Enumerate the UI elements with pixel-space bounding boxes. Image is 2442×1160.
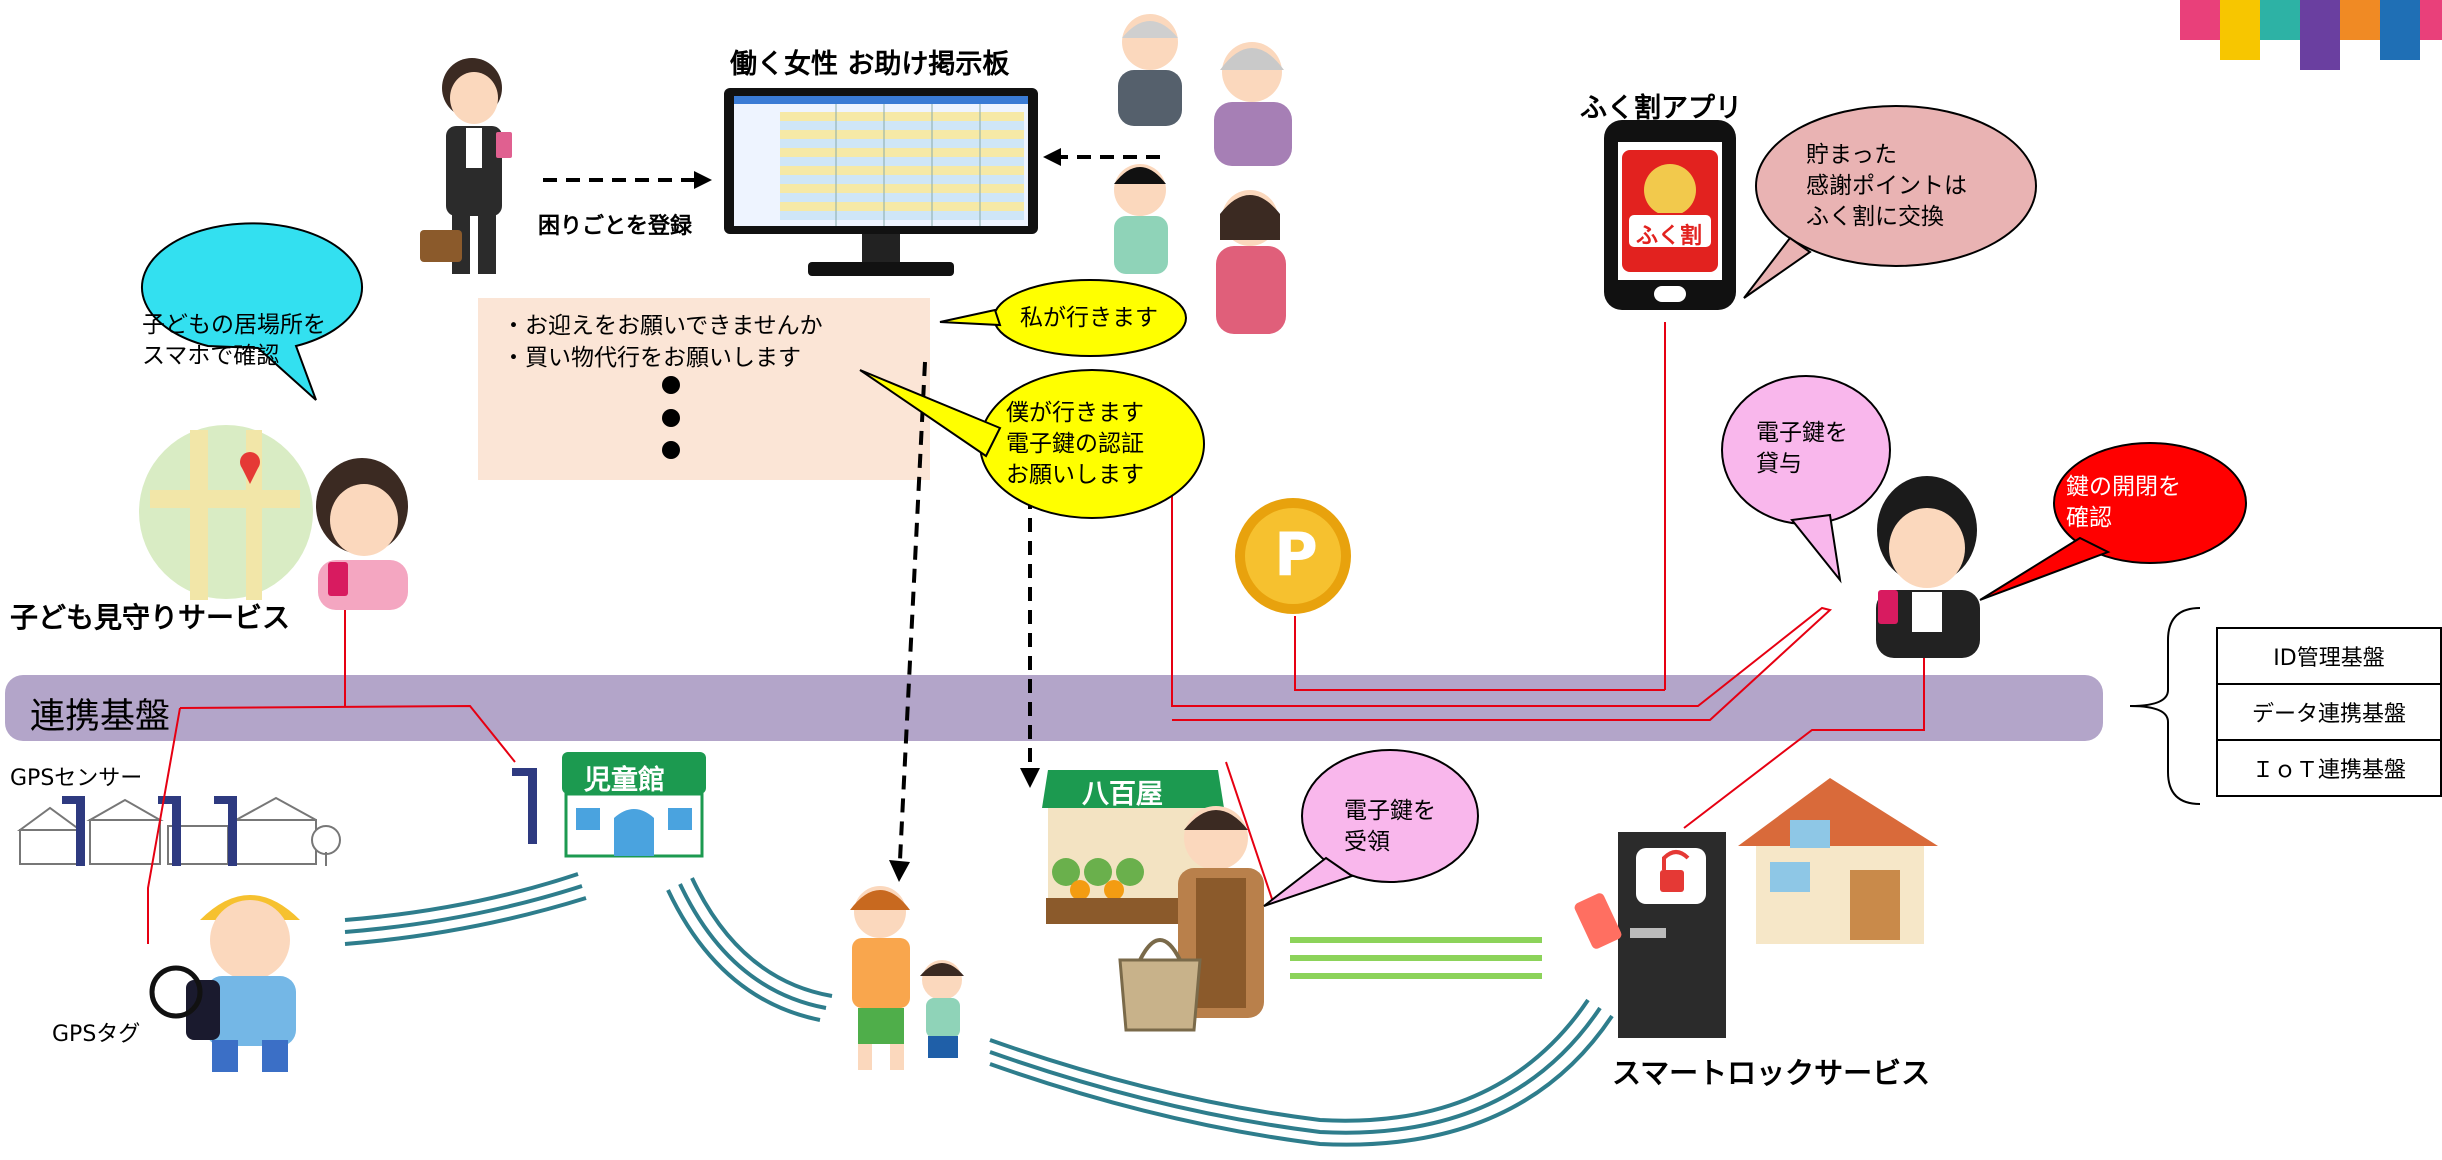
app-title: ふく割アプリ — [1580, 93, 1742, 124]
bubble-receive-key: 電子鍵を 受領 — [1344, 798, 1436, 856]
request-item: ・お迎えをお願いできませんか — [502, 313, 823, 339]
house-icon — [1738, 778, 1938, 944]
gps-sensor-poles — [62, 768, 537, 866]
arrow-head — [694, 148, 1061, 882]
bubble-i-will-go: 私が行きます — [1020, 305, 1158, 331]
office-woman-figure — [420, 58, 512, 274]
service-child-watch: 子ども見守りサービス — [10, 601, 291, 634]
bubble-child-location: 子どもの居場所を スマホで確認 — [142, 312, 326, 370]
platform-component: データ連携基盤 — [2216, 683, 2442, 739]
ellipsis-dot — [662, 376, 680, 394]
flow-arrow — [543, 155, 1160, 861]
ellipsis-dot — [662, 409, 680, 427]
request-item: ・買い物代行をお願いします — [502, 345, 801, 371]
platform-label: 連携基盤 — [30, 697, 171, 737]
smartphone-icon — [1604, 120, 1736, 310]
helpers-group — [1114, 14, 1292, 334]
service-smart-lock: スマートロックサービス — [1612, 1056, 1931, 1090]
bubble-points: 貯まった 感謝ポイントは ふく割に交換 — [1806, 142, 1967, 231]
platform-brace — [2129, 607, 2201, 805]
schoolboy-figure — [149, 895, 300, 1072]
corner-logo-fragment — [2180, 0, 2442, 70]
platform-component: ＩｏＴ連携基盤 — [2216, 739, 2442, 797]
gps-sensor-label: GPSセンサー — [10, 766, 143, 791]
smart-lock-door-icon — [1574, 832, 1726, 1038]
bubble-confirm-lock: 鍵の開閉を 確認 — [2066, 474, 2181, 532]
platform-component: ID管理基盤 — [2216, 627, 2442, 683]
childrens-hall-building — [562, 752, 706, 858]
road-lines — [344, 872, 1614, 1147]
connector-lines — [147, 322, 1925, 944]
monitor-icon — [724, 88, 1038, 276]
shopkeeper-figure — [1118, 806, 1264, 1032]
point-coin-icon — [1235, 498, 1351, 614]
mother-and-child-figure — [850, 886, 964, 1070]
bubble-lend-key: 電子鍵を 貸与 — [1756, 420, 1848, 478]
mother-with-phone-figure — [316, 458, 408, 610]
map-icon — [139, 425, 313, 600]
app-logo-text: ふく割 — [1636, 224, 1703, 249]
speech-bubble-shapes — [141, 105, 2247, 907]
request-box — [478, 298, 930, 480]
platform-components-list: ID管理基盤 データ連携基盤 ＩｏＴ連携基盤 — [2216, 627, 2442, 797]
ellipsis-dot — [662, 441, 680, 459]
register-label: 困りごとを登録 — [538, 214, 693, 239]
childrens-hall-label: 児童館 — [584, 765, 665, 796]
office-woman-right-figure — [1876, 476, 1980, 658]
bubble-key-auth: 僕が行きます 電子鍵の認証 お願いします — [1006, 400, 1144, 489]
green-link-lines — [1290, 937, 1542, 979]
grocery-label: 八百屋 — [1082, 779, 1163, 810]
gps-tag-label: GPSタグ — [52, 1022, 141, 1047]
board-title: 働く女性 お助け掲示板 — [730, 49, 1010, 80]
coin-letter: P — [1274, 520, 1318, 590]
platform-bar — [5, 675, 2103, 741]
